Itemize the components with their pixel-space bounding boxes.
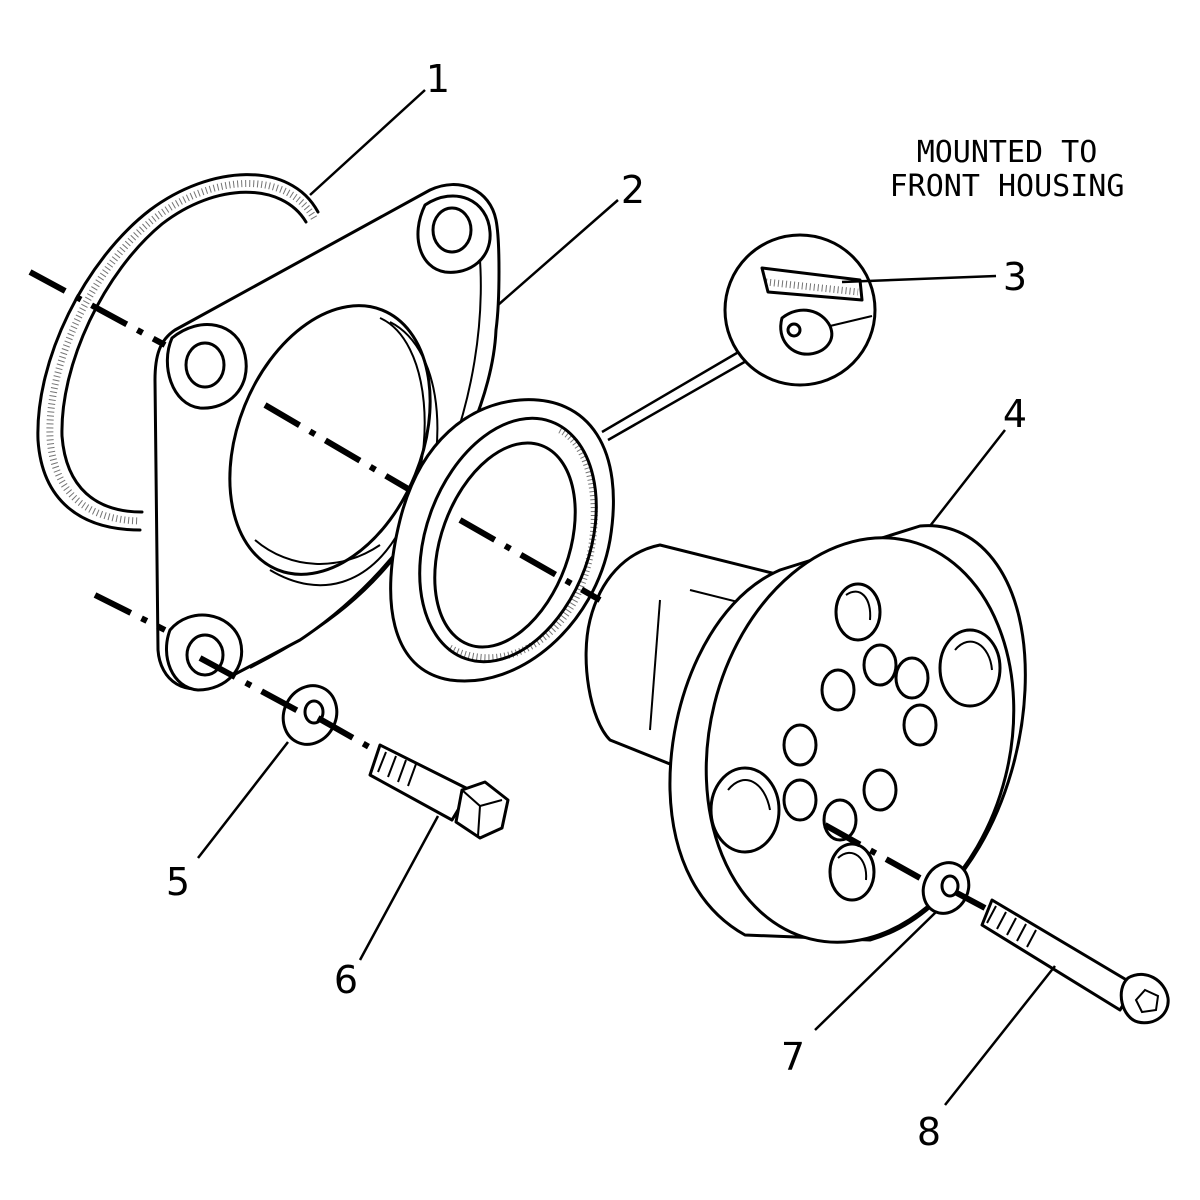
alignment-axes (28, 269, 987, 911)
callout-5: 5 (166, 860, 190, 904)
mounting-note: MOUNTED TO FRONT HOUSING (890, 135, 1125, 204)
seal-detail-magnifier (601, 233, 877, 442)
callout-8: 8 (917, 1110, 941, 1154)
flange-ear-left (165, 323, 248, 410)
note-line-1: MOUNTED TO (917, 135, 1098, 170)
flange-ear-bottom (165, 613, 244, 692)
lip-seal (389, 398, 615, 683)
socket-cap-screw-8 (980, 898, 1170, 1025)
callout-4: 4 (1003, 392, 1027, 436)
callout-numbers: 1 2 3 4 5 6 7 8 (166, 57, 1027, 1154)
flange-ear-top (416, 194, 492, 274)
leader-lines (197, 89, 1056, 1106)
callout-7: 7 (781, 1035, 805, 1079)
callout-1: 1 (426, 57, 450, 101)
callout-2: 2 (621, 168, 645, 212)
callout-6: 6 (334, 958, 358, 1002)
hex-bolt-6 (368, 743, 510, 840)
drive-hub (584, 524, 1027, 944)
washer-5 (281, 684, 339, 746)
callout-3: 3 (1003, 255, 1027, 299)
note-line-2: FRONT HOUSING (890, 169, 1125, 204)
